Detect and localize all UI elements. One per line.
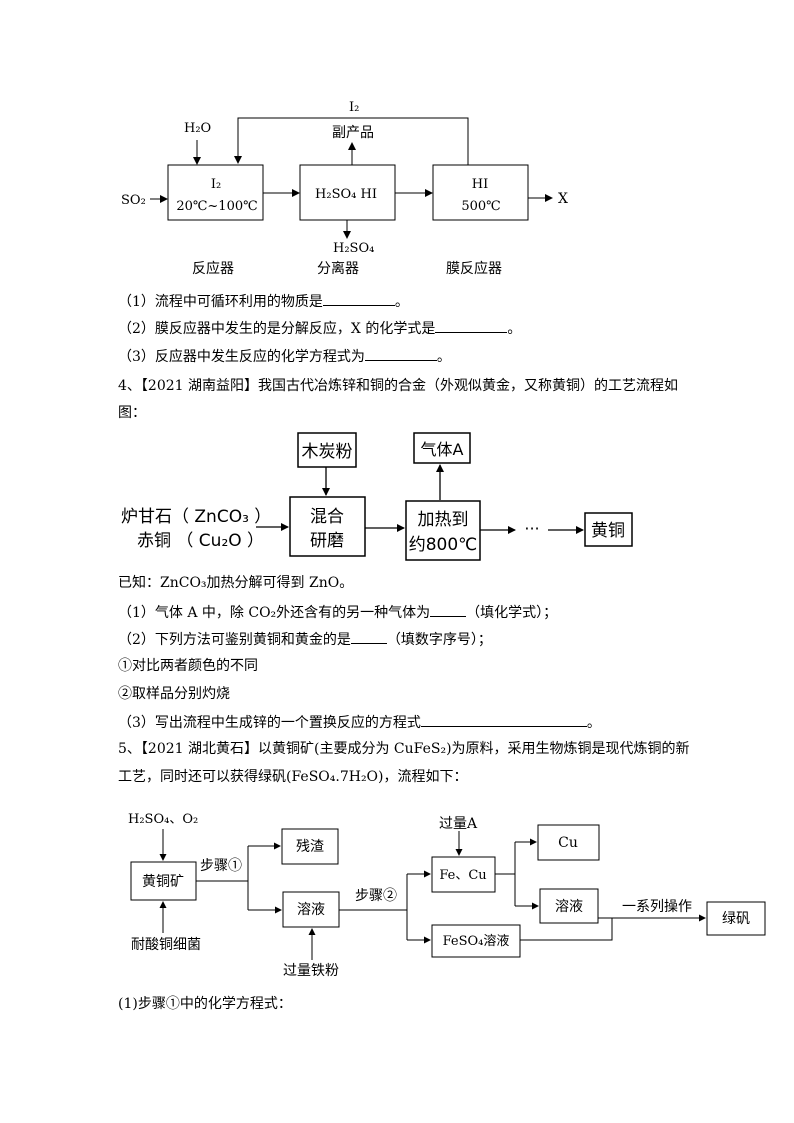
gas-a-box	[413, 432, 471, 464]
charcoal-box	[297, 432, 357, 468]
fe-cu-label: Fe、Cu	[439, 868, 486, 883]
temp-label: 约800℃	[409, 535, 478, 555]
feso4-box	[431, 924, 521, 958]
charcoal-label: 木炭粉	[302, 442, 353, 462]
residue-label: 残渣	[296, 839, 324, 855]
q3-question-1: （1）流程中可循环利用的物质是 。	[118, 291, 409, 312]
q4-option-1: ①对比两者颜色的不同	[118, 658, 258, 674]
i2-recycle-label: I₂	[349, 100, 359, 115]
answer-blank[interactable]	[322, 291, 395, 306]
q4-title: 4、【2021 湖南益阳】我国古代冶炼锌和铜的合金（外观似黄金，又称黄铜）的工艺…	[118, 378, 678, 421]
step1-label: 步骤①	[200, 858, 242, 874]
gas-a-label: 气体A	[421, 440, 464, 459]
q3-question-2: （2）膜反应器中发生的是分解反应，X 的化学式是 。	[118, 318, 521, 339]
q4-question-1-text: （1）气体 A 中，除 CO₂外还含有的另一种气体为	[118, 605, 431, 621]
q3-question-1-text: （1）流程中可循环利用的物质是	[118, 294, 323, 310]
ore-label: 黄铜矿	[142, 873, 184, 890]
residue-box	[281, 828, 339, 865]
step2-label: 步骤②	[355, 888, 397, 904]
q4-known: 已知：ZnCO₃加热分解可得到 ZnO。	[118, 575, 354, 591]
h2so4-out-label: H₂SO₄	[333, 241, 374, 256]
answer-blank[interactable]	[364, 346, 437, 361]
q4-question-2-end: （填数字序号）；	[386, 632, 492, 648]
brass-box	[584, 512, 633, 547]
q4-question-1: （1）气体 A 中，除 CO₂外还含有的另一种气体为 （填化学式）；	[118, 602, 557, 623]
q3-question-3-end: 。	[436, 349, 451, 365]
answer-blank[interactable]	[430, 602, 467, 617]
q5-title-line-1: 5、【2021 湖北黄石】以黄铜矿(主要成分为 CuFeS₂)为原料，采用生物炼…	[118, 741, 690, 757]
separator-text: H₂SO₄ HI	[315, 187, 377, 202]
cu-label: Cu	[558, 835, 578, 851]
q4-question-2: （2）下列方法可鉴别黄铜和黄金的是 （填数字序号）；	[118, 629, 492, 650]
heat-label: 加热到	[418, 510, 469, 530]
q4-question-2-text: （2）下列方法可鉴别黄铜和黄金的是	[118, 632, 351, 648]
solution2-box	[539, 888, 599, 924]
so2-label: SO₂	[121, 193, 146, 208]
q5-question-1: (1)步骤①中的化学方程式：	[118, 996, 292, 1012]
feso4-label: FeSO₄溶液	[443, 934, 510, 949]
i2-recycle-line	[234, 117, 469, 165]
byproduct-label: 副产品	[332, 125, 374, 141]
membrane-reactor-box	[432, 164, 529, 221]
q3-question-3: （3）反应器中发生反应的化学方程式为 。	[118, 346, 451, 367]
raw-material-line-1: 炉甘石（ ZnCO₃ ）	[121, 507, 271, 527]
reactor-caption: 反应器	[192, 260, 234, 277]
green-vitriol-box	[706, 901, 766, 936]
mix-label: 混合	[310, 507, 344, 527]
iron-powder-label: 过量铁粉	[283, 963, 339, 979]
q5-title-line-2: 工艺，同时还可以获得绿矾(FeSO₄.7H₂O)，流程如下：	[118, 769, 468, 785]
series-operation-label: 一系列操作	[622, 899, 692, 915]
bacteria-label: 耐酸铜细菌	[131, 937, 201, 953]
answer-blank[interactable]	[350, 629, 387, 644]
raw-material-line-2: 赤铜 （ Cu₂O ）	[137, 531, 264, 551]
membrane-caption: 膜反应器	[446, 260, 502, 277]
q3-question-1-end: 。	[394, 294, 409, 310]
q4-question-3: （3）写出流程中生成锌的一个置换反应的方程式 。	[118, 712, 601, 733]
q3-question-3-text: （3）反应器中发生反应的化学方程式为	[118, 349, 365, 365]
q4-option-2: ②取样品分别灼烧	[118, 686, 230, 702]
answer-blank[interactable]	[420, 712, 587, 727]
ellipsis: ···	[524, 519, 539, 538]
reactor-text-1: I₂	[211, 177, 221, 192]
excess-a-label: 过量A	[439, 816, 478, 832]
membrane-text-1: HI	[472, 177, 488, 192]
q4-question-3-end: 。	[586, 715, 601, 731]
flow-diagram-2: 木炭粉 气体A 炉甘石（ ZnCO₃ ） 赤铜 （ Cu₂O ） 混合 研磨 加…	[121, 432, 633, 561]
separator-caption: 分离器	[317, 260, 359, 277]
q3-question-2-text: （2）膜反应器中发生的是分解反应，X 的化学式是	[118, 321, 436, 337]
membrane-text-2: 500℃	[461, 199, 500, 214]
flow-diagram-3: H₂SO₄、O₂ 黄铜矿 耐酸铜细菌 步骤① 残渣 溶液 过量铁粉 步骤② 过量…	[128, 812, 766, 979]
mix-grind-box	[289, 496, 366, 557]
grind-label: 研磨	[310, 531, 344, 551]
green-vitriol-label: 绿矾	[722, 911, 750, 927]
solution-label: 溶液	[297, 902, 325, 918]
reactor-text-2: 20℃~100℃	[176, 199, 257, 214]
h2o-label: H₂O	[184, 121, 211, 136]
q3-question-2-end: 。	[507, 321, 522, 337]
answer-blank[interactable]	[435, 318, 508, 333]
feso4-to-vitriol-line	[520, 918, 613, 941]
q4-question-1-end: （填化学式）；	[466, 605, 558, 621]
solution2-label: 溶液	[555, 899, 583, 915]
h2so4-o2-label: H₂SO₄、O₂	[128, 812, 198, 827]
x-label: X	[558, 191, 568, 207]
flow-diagram-1: I₂ 副产品 H₂O SO₂ X I₂ 20℃~100℃ H₂SO₄ HI HI…	[121, 100, 568, 277]
q4-question-3-text: （3）写出流程中生成锌的一个置换反应的方程式	[118, 715, 421, 731]
brass-label: 黄铜	[591, 521, 625, 541]
cu-box	[537, 824, 600, 861]
